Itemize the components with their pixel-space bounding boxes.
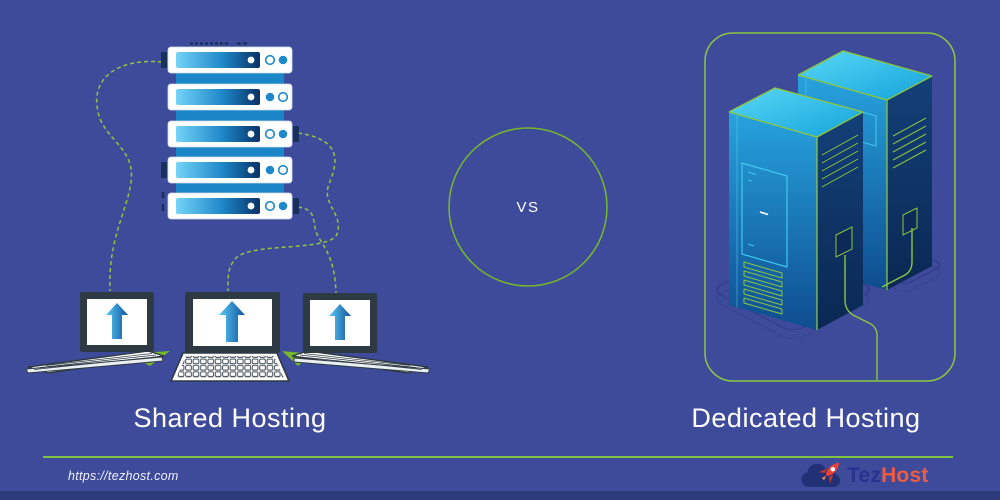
dedicated-panel [704,32,956,382]
logo-mark [801,462,841,487]
power-cable [881,228,913,288]
panel-border [704,32,956,382]
connection-line-right [297,206,337,294]
shared-hosting-title: Shared Hosting [133,403,327,433]
vent-slots [821,134,859,188]
vs-circle [448,127,608,287]
upload-arrow-icon [106,303,128,339]
footer-separator-line [43,456,953,458]
laptop-icon [169,292,291,382]
drive-bays [743,261,783,315]
vs-label: VS [516,199,540,216]
server-rack-icon [161,42,299,220]
brand-name-tez: Tez [847,464,882,487]
dedicated-hosting-title: Dedicated Hosting [691,403,921,433]
upload-arrow-icon [329,304,351,340]
rack-top-dashes [161,42,249,211]
power-socket [902,207,918,236]
power-cable [844,255,878,380]
upload-arrow-icon [219,301,245,342]
brand-name-host: Host [881,464,929,487]
rack-unit [167,46,293,74]
server-tower-icon [728,87,878,380]
power-socket [835,226,853,258]
rack-unit [167,192,293,220]
website-url: https://tezhost.com [68,469,179,483]
connection-line-middle [227,132,340,292]
connection-line-left [95,60,163,292]
vent-slots [892,117,927,169]
rack-tabs [161,52,299,214]
rack-unit [167,120,293,148]
rack-connectors [176,73,284,194]
rack-unit [167,83,293,111]
laptop-icon [25,292,170,374]
rack-unit [167,156,293,184]
laptop-icon [282,293,431,374]
bottom-accent-bar [0,491,1000,500]
connection-lines [95,60,340,294]
